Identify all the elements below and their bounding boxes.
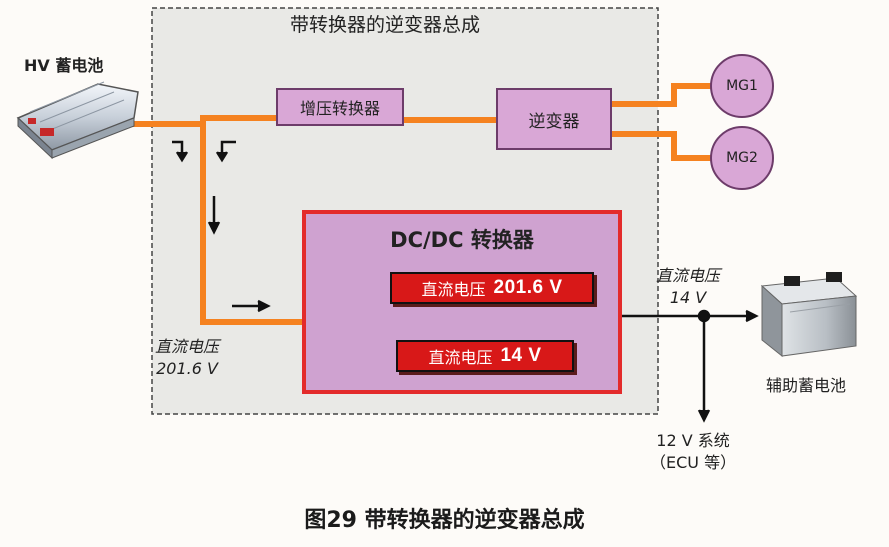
output-voltage-value: 14 V bbox=[500, 345, 542, 366]
output-voltage-box: 直流电压 14 V bbox=[396, 340, 574, 372]
wire-inverter-to-mg1 bbox=[612, 83, 712, 107]
arrow-corner-right bbox=[172, 140, 184, 156]
hv-wiring bbox=[128, 83, 712, 325]
inverter-box: 逆变器 bbox=[496, 88, 612, 150]
dc-output-label-line2: 14 V bbox=[669, 288, 707, 307]
hv-battery-icon bbox=[16, 81, 139, 160]
system-12v-label: 12 V 系统 （ECU 等） bbox=[650, 430, 736, 474]
wire-battery-to-boost bbox=[128, 115, 278, 127]
dc-input-label-line2: 201.6 V bbox=[156, 359, 218, 378]
current-arrows bbox=[172, 140, 271, 313]
mg2-circle: MG2 bbox=[710, 126, 774, 190]
boost-converter-box: 增压转换器 bbox=[276, 88, 404, 126]
dcdc-converter-box: DC/DC 转换器 直流电压 201.6 V 直流电压 14 V bbox=[302, 210, 622, 394]
dc-output-label-line1: 直流电压 bbox=[656, 266, 721, 285]
input-voltage-box: 直流电压 201.6 V bbox=[390, 272, 594, 304]
system-12v-line2: （ECU 等） bbox=[650, 453, 737, 472]
input-voltage-prefix: 直流电压 bbox=[421, 280, 486, 299]
dcdc-title: DC/DC 转换器 bbox=[390, 228, 534, 252]
mg1-circle: MG1 bbox=[710, 54, 774, 118]
dc-input-label-line1: 直流电压 bbox=[155, 337, 220, 356]
dc-output-label: 直流电压 14 V bbox=[656, 265, 720, 309]
assembly-title: 带转换器的逆变器总成 bbox=[290, 14, 481, 36]
aux-battery-label: 辅助蓄电池 bbox=[766, 376, 847, 395]
output-voltage-prefix: 直流电压 bbox=[428, 348, 493, 367]
lv-wiring bbox=[622, 309, 759, 423]
hv-battery-label: HV 蓄电池 bbox=[24, 56, 104, 75]
wire-inverter-to-mg2 bbox=[612, 131, 712, 161]
arrow-corner-left bbox=[220, 140, 236, 156]
aux-battery-icon bbox=[760, 272, 858, 358]
wire-to-dcdc bbox=[200, 124, 305, 325]
system-12v-line1: 12 V 系统 bbox=[656, 431, 730, 450]
figure-caption: 图29 带转换器的逆变器总成 bbox=[304, 508, 585, 533]
mg1-label: MG1 bbox=[726, 78, 758, 94]
dc-input-label: 直流电压 201.6 V bbox=[155, 336, 219, 380]
inverter-label: 逆变器 bbox=[528, 111, 580, 132]
boost-converter-label: 增压转换器 bbox=[299, 99, 380, 118]
input-voltage-value: 201.6 V bbox=[493, 277, 563, 298]
junction-dot bbox=[697, 309, 711, 323]
mg2-label: MG2 bbox=[726, 150, 758, 166]
